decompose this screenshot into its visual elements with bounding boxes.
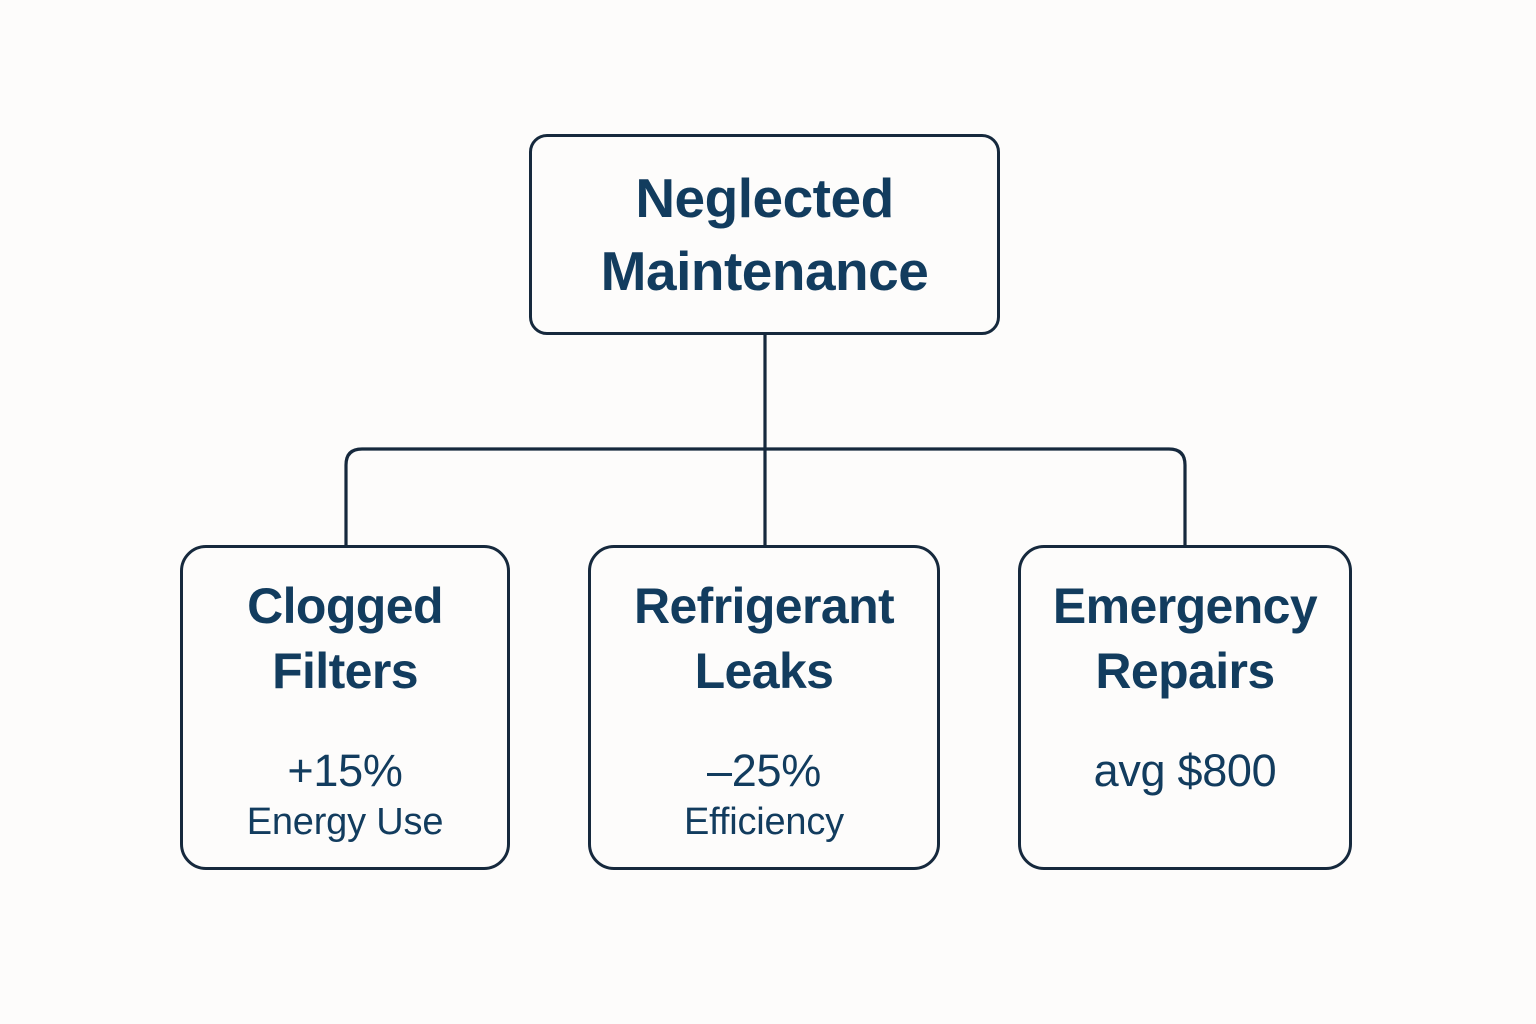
child-1-title-line-1: Clogged	[247, 578, 443, 634]
child-2-title-line-1: Refrigerant	[633, 578, 895, 634]
child-1-stat-secondary: Energy Use	[246, 800, 444, 843]
child-3-title-line-2: Repairs	[1095, 643, 1275, 699]
connector-bus-right	[765, 447, 1187, 545]
child-1-stat-primary: +15%	[287, 745, 403, 796]
child-3-title-line-1: Emergency	[1052, 578, 1318, 634]
node-child-clogged-filters[interactable]: Clogged Filters +15% Energy Use	[180, 545, 510, 870]
connector-bus-left	[344, 447, 765, 545]
child-2-stat-primary: –25%	[707, 745, 821, 796]
child-2-stat-secondary: Efficiency	[684, 800, 844, 843]
node-root-neglected-maintenance[interactable]: Neglected Maintenance	[529, 134, 1000, 335]
child-2-title-line-2: Leaks	[694, 643, 834, 699]
root-title-line-1: Neglected	[635, 166, 894, 229]
child-2-stats: –25% Efficiency	[684, 744, 844, 846]
node-child-emergency-repairs[interactable]: Emergency Repairs avg $800	[1018, 545, 1352, 870]
child-3-stat-primary: avg $800	[1093, 745, 1277, 796]
child-3-stats: avg $800	[1094, 744, 1277, 799]
child-1-stats: +15% Energy Use	[247, 744, 444, 846]
node-child-refrigerant-leaks[interactable]: Refrigerant Leaks –25% Efficiency	[588, 545, 940, 870]
root-title-line-2: Maintenance	[600, 239, 929, 302]
child-1-title-line-2: Filters	[272, 643, 418, 699]
